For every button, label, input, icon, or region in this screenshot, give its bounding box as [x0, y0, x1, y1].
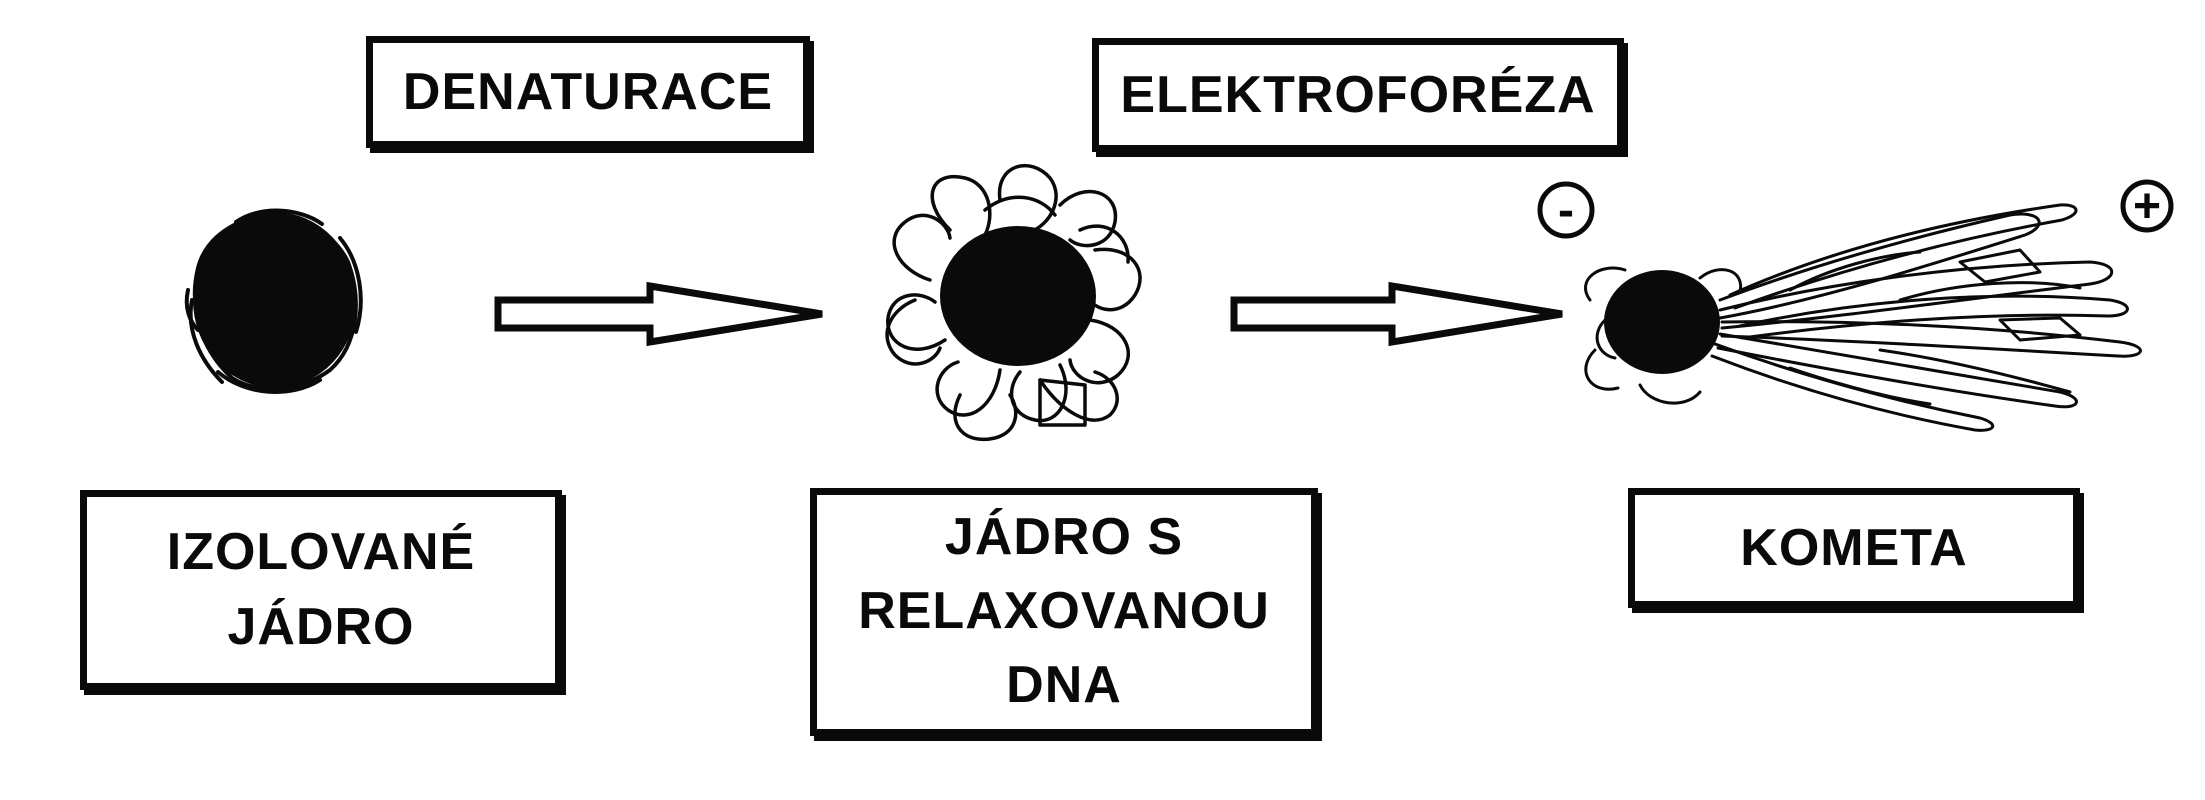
- label-elektroforeza-text: ELEKTROFORÉZA: [1120, 66, 1596, 124]
- label-izolovane-jadro: IZOLOVANÉ JÁDRO: [80, 490, 562, 690]
- label-elektroforeza: ELEKTROFORÉZA: [1092, 38, 1624, 152]
- positive-pole-label: +: [2133, 180, 2161, 233]
- label-izolovane-line-1: IZOLOVANÉ: [166, 522, 476, 581]
- arrow-elektroforeza: [1230, 281, 1563, 347]
- positive-pole-icon: +: [2120, 179, 2174, 233]
- negative-pole-icon: -: [1537, 181, 1595, 239]
- relaxed-dna-nucleus: [885, 163, 1142, 442]
- label-jadro-s-relaxovanou-dna: JÁDRO S RELAXOVANOU DNA: [810, 488, 1318, 736]
- label-jadro-s-line-3: DNA: [1006, 655, 1122, 714]
- label-jadro-s-line-1: JÁDRO S: [944, 508, 1184, 567]
- negative-pole-label: -: [1558, 184, 1574, 237]
- label-kometa: KOMETA: [1628, 488, 2080, 608]
- label-jadro-s-line-2: RELAXOVANOU: [858, 582, 1270, 641]
- comet-shape: [1583, 203, 2142, 432]
- label-kometa-text: KOMETA: [1740, 519, 1968, 577]
- arrow-denaturace: [494, 281, 823, 347]
- label-denaturace-text: DENATURACE: [402, 63, 774, 121]
- label-izolovane-line-2: JÁDRO: [227, 598, 415, 656]
- label-denaturace: DENATURACE: [366, 36, 810, 148]
- isolated-nucleus-blob: [184, 208, 363, 394]
